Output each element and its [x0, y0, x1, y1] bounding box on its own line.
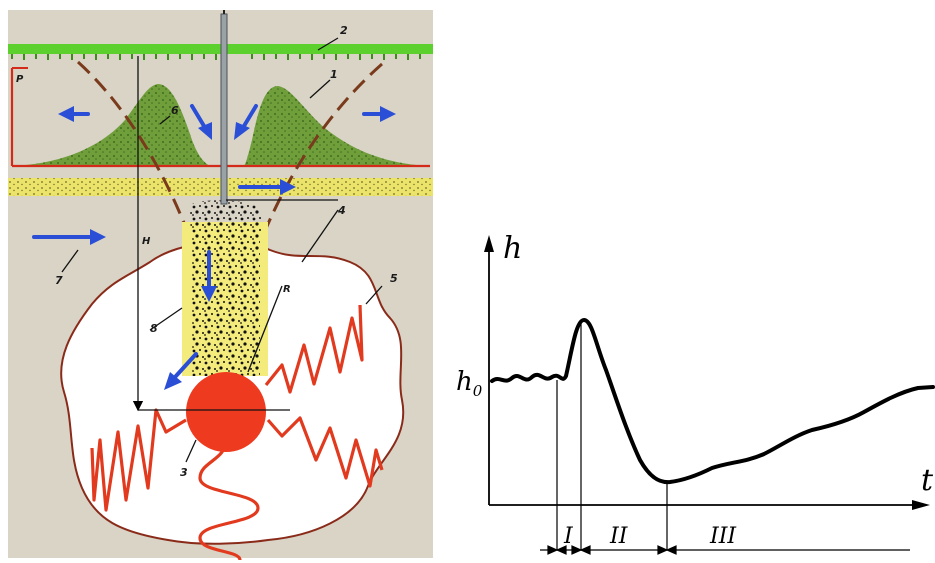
- label-6: 6: [171, 104, 179, 117]
- phase-dimension: [540, 545, 910, 555]
- surface-roots: [11, 54, 421, 60]
- label-p: P: [16, 74, 24, 85]
- y-axis-arrow: [484, 235, 494, 252]
- phase-label-1: I: [563, 524, 574, 549]
- label-r: R: [283, 284, 291, 295]
- label-7: 7: [55, 274, 63, 287]
- label-1: 1: [330, 68, 338, 81]
- h0-label: h0: [456, 367, 483, 400]
- x-axis-arrow: [912, 500, 930, 510]
- drill-rod: [220, 13, 228, 205]
- flow-arrows: [32, 104, 396, 390]
- crack-lines: [76, 60, 383, 239]
- label-4: 4: [337, 204, 346, 217]
- explosive-charge: [186, 372, 266, 452]
- label-h: H: [142, 236, 151, 247]
- phase-label-3: III: [709, 524, 737, 549]
- phase-dividers: [556, 322, 668, 550]
- label-2: 2: [340, 24, 348, 37]
- y-axis-label: h: [503, 231, 522, 266]
- shock-waves: [90, 304, 384, 561]
- label-3: 3: [180, 466, 188, 479]
- mound-texture-right: [244, 86, 430, 166]
- label-8: 8: [150, 322, 158, 335]
- mound-texture-left: [12, 84, 210, 166]
- dimension-lines: [61, 37, 383, 463]
- height-curve: [490, 318, 935, 485]
- charge-column-lower-gravel: [192, 236, 260, 376]
- x-axis-label: t: [921, 463, 934, 498]
- phase-label-2: II: [609, 524, 629, 549]
- blast-diagram: P: [8, 10, 433, 561]
- height-graph: h t h0 I II III: [456, 231, 935, 555]
- label-5: 5: [390, 272, 398, 285]
